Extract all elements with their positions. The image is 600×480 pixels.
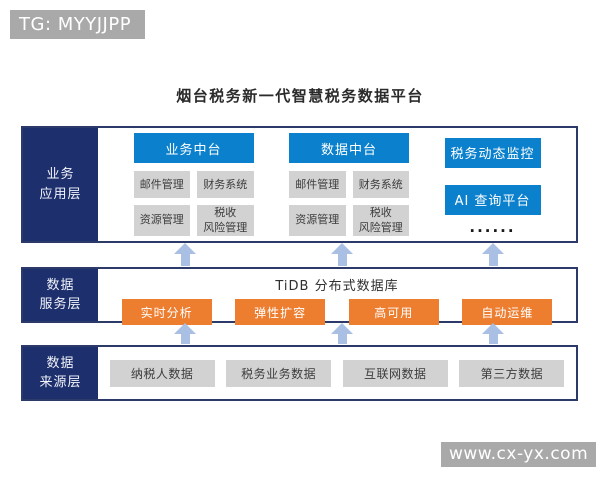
feature-box: 高可用 [348,299,439,325]
feature-box: 实时分析 [121,299,212,325]
business-platform-header: 业务中台 [133,133,254,164]
up-arrow-icon [482,323,504,344]
arrow-stem [337,334,347,344]
data-service-layer-label: 数据 服务层 [23,269,98,321]
app-item: 资源管理 [289,205,346,236]
business-application-layer-label: 业务 应用层 [23,128,98,241]
arrow-head [482,243,504,254]
arrow-row-lower [21,323,578,345]
source-box: 互联网数据 [342,359,448,387]
tax-monitor-box: 税务动态监控 [444,137,541,168]
arrow-stem [488,334,498,344]
feature-box: 弹性扩容 [235,299,326,325]
business-application-layer-content: 业务中台 邮件管理 财务系统 资源管理 税收 风险管理 数据中台 邮件管理 财务… [98,128,576,241]
data-source-layer: 数据 来源层 纳税人数据 税务业务数据 互联网数据 第三方数据 [21,345,578,401]
arrow-head [331,323,353,334]
ellipsis-dots: ...... [469,217,516,236]
tidb-features: 实时分析 弹性扩容 高可用 自动运维 [98,299,576,325]
up-arrow-icon [174,323,196,344]
source-box: 第三方数据 [459,359,565,387]
data-service-layer-content: TiDB 分布式数据库 实时分析 弹性扩容 高可用 自动运维 [98,269,576,325]
monitor-group: 税务动态监控 AI 查询平台 ...... [444,137,541,236]
arrow-head [331,243,353,254]
data-platform-header: 数据中台 [289,133,409,164]
app-item: 税收 风险管理 [197,205,254,236]
arrow-row-upper [21,243,578,267]
app-item: 邮件管理 [289,171,346,199]
ai-query-box: AI 查询平台 [444,184,541,215]
app-item: 税收 风险管理 [352,205,409,236]
arrow-head [482,323,504,334]
arrow-head [174,243,196,254]
app-item: 财务系统 [352,171,409,199]
data-platform-group: 数据中台 邮件管理 财务系统 资源管理 税收 风险管理 [289,133,409,236]
up-arrow-icon [174,243,196,266]
business-application-layer: 业务 应用层 业务中台 邮件管理 财务系统 资源管理 税收 风险管理 数据中台 … [21,126,578,243]
arrow-head [174,323,196,334]
business-platform-items: 邮件管理 财务系统 资源管理 税收 风险管理 [133,171,254,236]
arrow-stem [180,334,190,344]
tidb-title: TiDB 分布式数据库 [275,279,399,294]
page-title: 烟台税务新一代智慧税务数据平台 [176,87,424,105]
watermark: www.cx-yx.com [441,442,597,467]
business-platform-group: 业务中台 邮件管理 财务系统 资源管理 税收 风险管理 [133,133,254,236]
app-item: 邮件管理 [133,171,190,199]
feature-box: 自动运维 [462,299,553,325]
up-arrow-icon [331,243,353,266]
app-item: 资源管理 [133,205,190,236]
source-box: 纳税人数据 [109,359,215,387]
up-arrow-icon [482,243,504,266]
data-source-layer-label: 数据 来源层 [23,347,98,399]
data-service-layer: 数据 服务层 TiDB 分布式数据库 实时分析 弹性扩容 高可用 自动运维 [21,267,578,325]
up-arrow-icon [331,323,353,344]
arrow-stem [180,254,190,266]
data-platform-items: 邮件管理 财务系统 资源管理 税收 风险管理 [289,171,409,236]
arrow-stem [488,254,498,266]
arrow-stem [337,254,347,266]
app-item: 财务系统 [197,171,254,199]
data-source-layer-content: 纳税人数据 税务业务数据 互联网数据 第三方数据 [98,347,576,399]
source-box: 税务业务数据 [226,359,332,387]
telegram-badge: TG: MYYJJPP [10,10,146,39]
